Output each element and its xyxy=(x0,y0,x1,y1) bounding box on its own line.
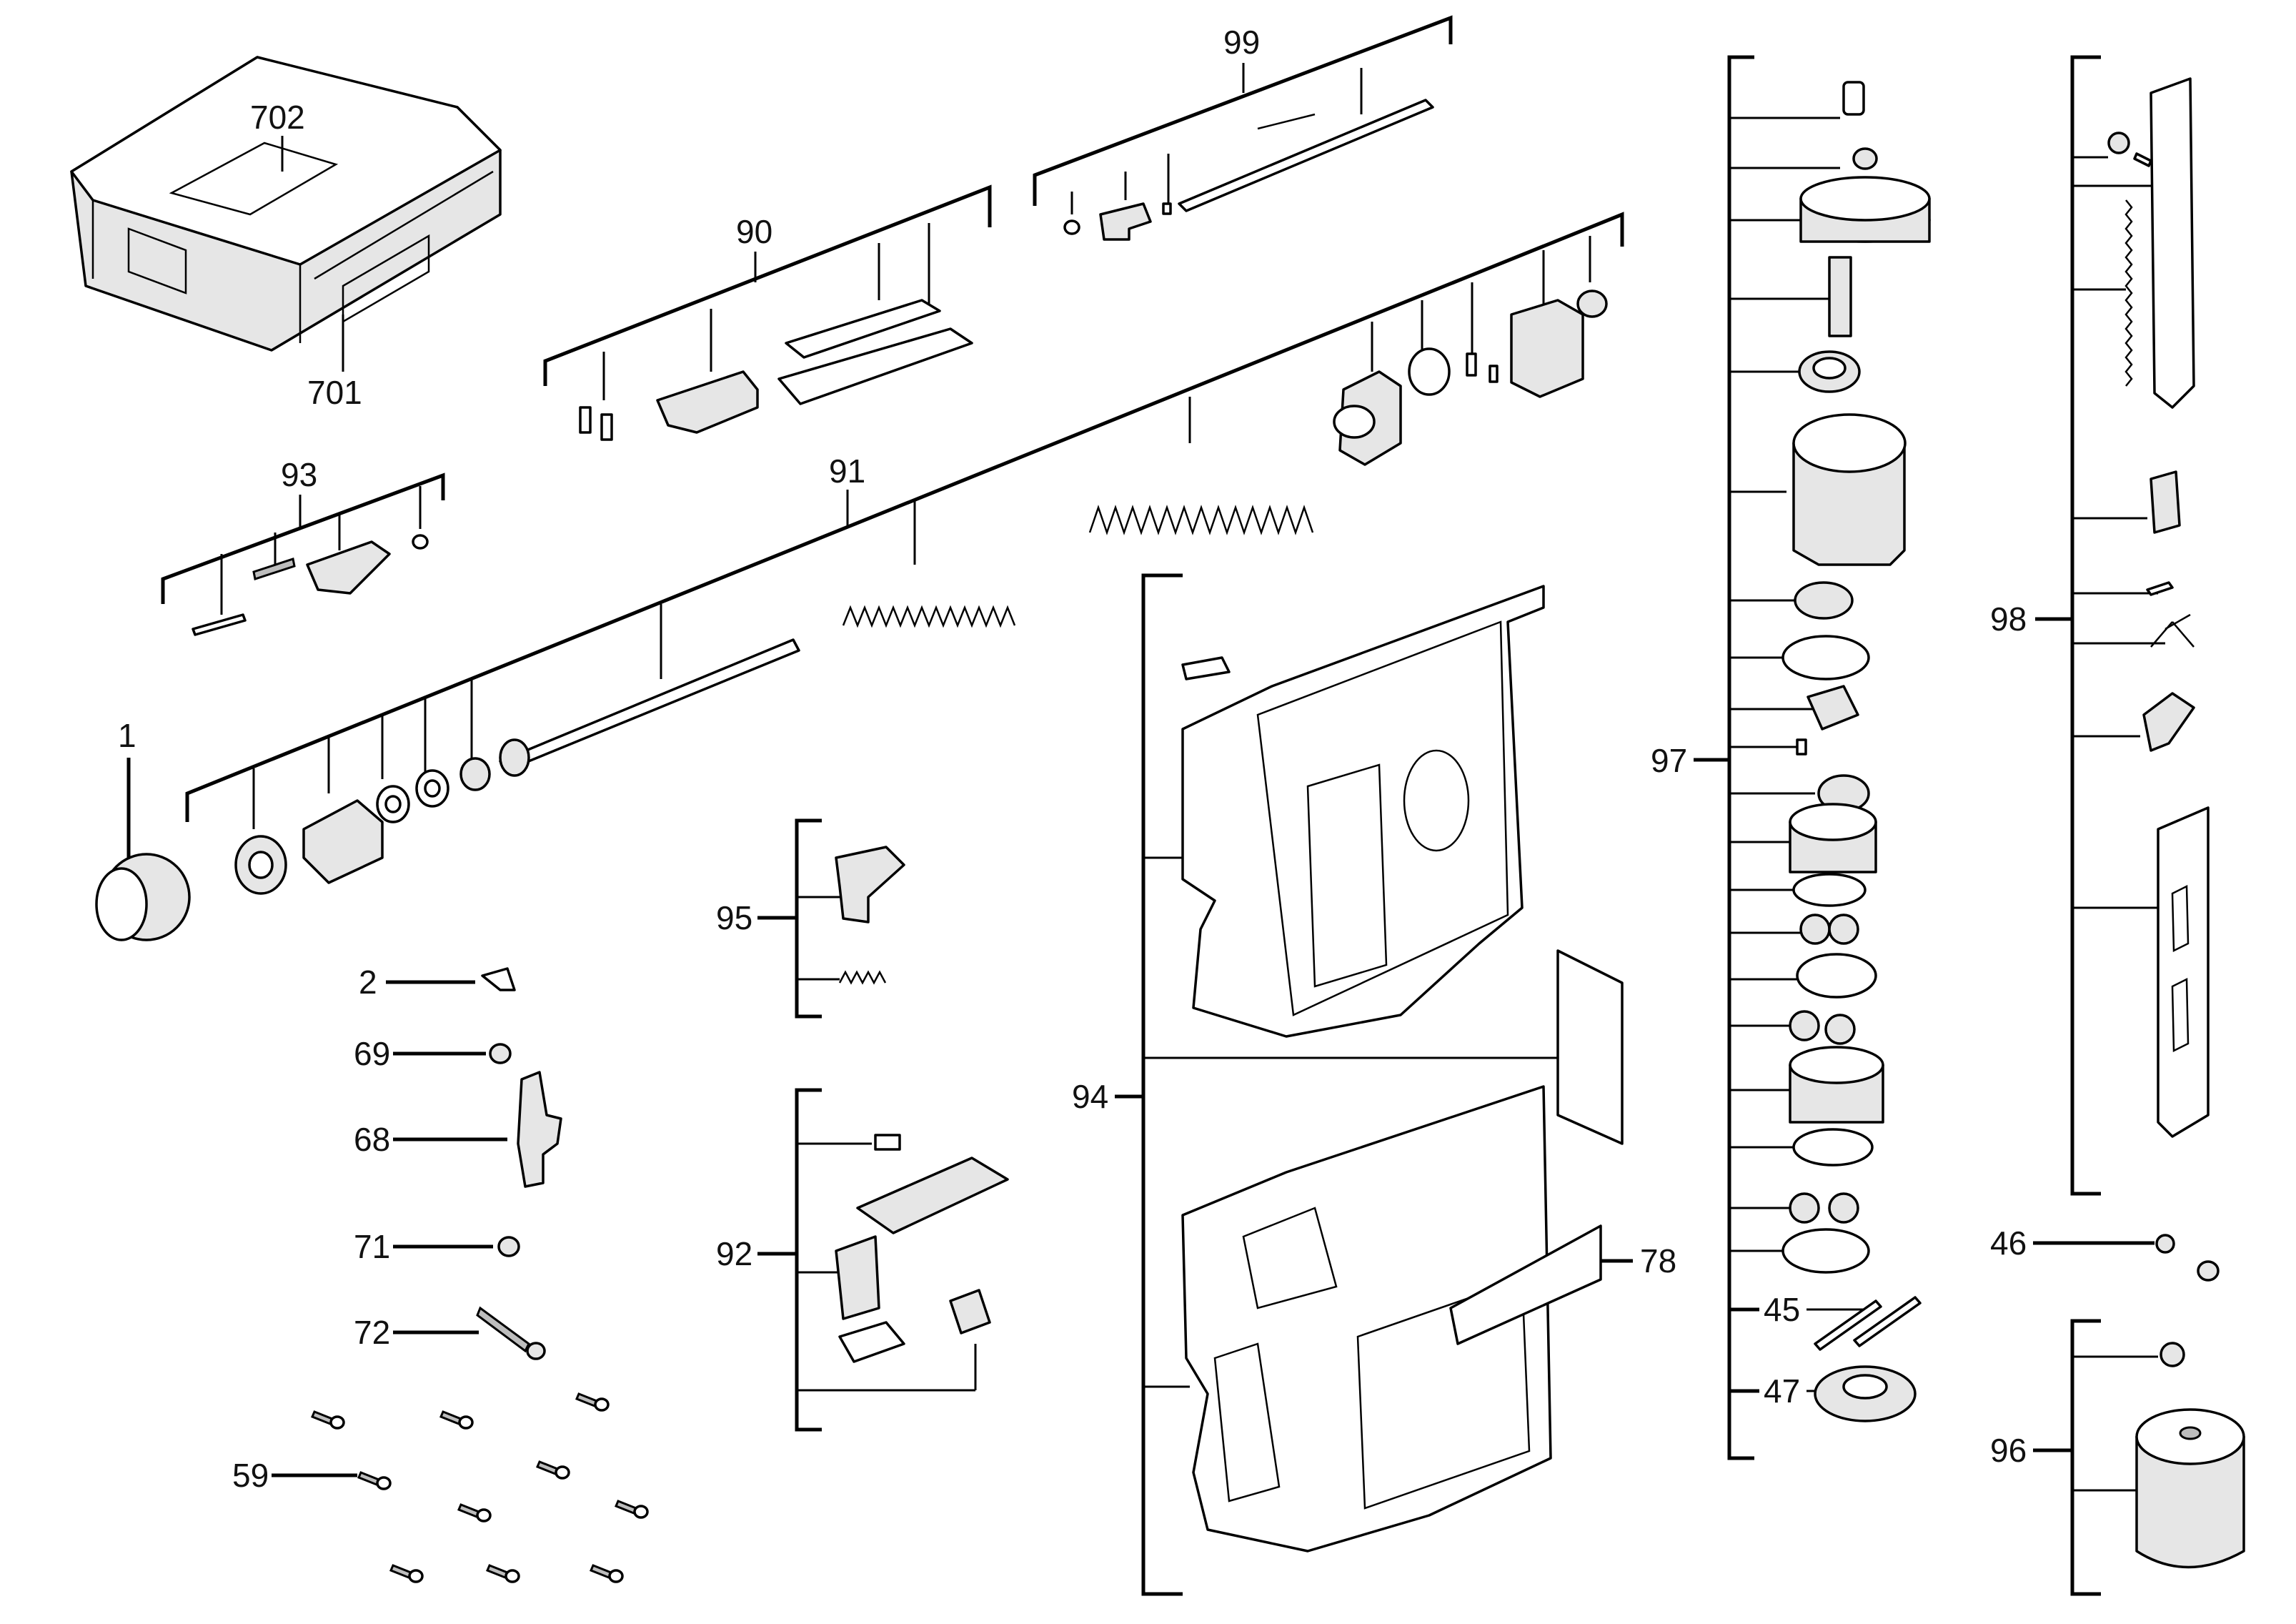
callout-702: 702 xyxy=(250,99,305,172)
label-99: 99 xyxy=(1223,24,1260,61)
label-69: 69 xyxy=(354,1035,390,1072)
label-1: 1 xyxy=(118,717,136,754)
label-45: 45 xyxy=(1764,1291,1800,1328)
label-91: 91 xyxy=(829,452,865,490)
label-72: 72 xyxy=(354,1314,390,1351)
callout-45: 45 xyxy=(1729,1291,1922,1351)
callout-97: 97 xyxy=(1651,55,1931,1460)
callout-71: 71 xyxy=(354,1228,520,1265)
label-94: 94 xyxy=(1072,1078,1108,1115)
callout-96: 96 xyxy=(1990,1319,2245,1596)
callout-99: 99 xyxy=(1033,15,1453,241)
callout-95: 95 xyxy=(716,818,905,1019)
callout-701: 701 xyxy=(307,315,362,411)
callout-46: 46 xyxy=(1990,1224,2220,1282)
label-2: 2 xyxy=(359,964,377,1001)
label-98: 98 xyxy=(1990,600,2027,638)
screws-59 xyxy=(311,1392,649,1583)
callout-90: 90 xyxy=(543,184,992,441)
label-47: 47 xyxy=(1764,1372,1800,1410)
callout-69: 69 xyxy=(354,1035,512,1072)
callout-98: 98 xyxy=(1990,55,2210,1196)
label-59: 59 xyxy=(232,1457,269,1494)
callout-1: 1 xyxy=(95,717,191,941)
label-97: 97 xyxy=(1651,742,1687,779)
callout-78: 78 xyxy=(1449,1224,1676,1345)
callout-94: 94 xyxy=(1072,573,1624,1596)
callout-68: 68 xyxy=(354,1071,562,1188)
carry-case xyxy=(70,56,502,352)
label-92: 92 xyxy=(716,1235,752,1272)
label-68: 68 xyxy=(354,1121,390,1158)
label-702: 702 xyxy=(250,99,305,136)
label-93: 93 xyxy=(281,456,317,493)
label-71: 71 xyxy=(354,1228,390,1265)
callout-2: 2 xyxy=(359,964,516,1001)
label-90: 90 xyxy=(736,213,772,250)
callout-91: 91 xyxy=(185,212,1624,895)
callout-47: 47 xyxy=(1729,1365,1917,1422)
callout-93: 93 xyxy=(161,456,445,636)
label-95: 95 xyxy=(716,899,752,936)
label-96: 96 xyxy=(1990,1432,2027,1469)
label-701: 701 xyxy=(307,374,362,411)
label-46: 46 xyxy=(1990,1224,2027,1262)
callout-59: 59 xyxy=(232,1392,649,1583)
callout-92: 92 xyxy=(716,1088,1009,1432)
callout-72: 72 xyxy=(354,1306,546,1360)
label-78: 78 xyxy=(1640,1242,1676,1279)
